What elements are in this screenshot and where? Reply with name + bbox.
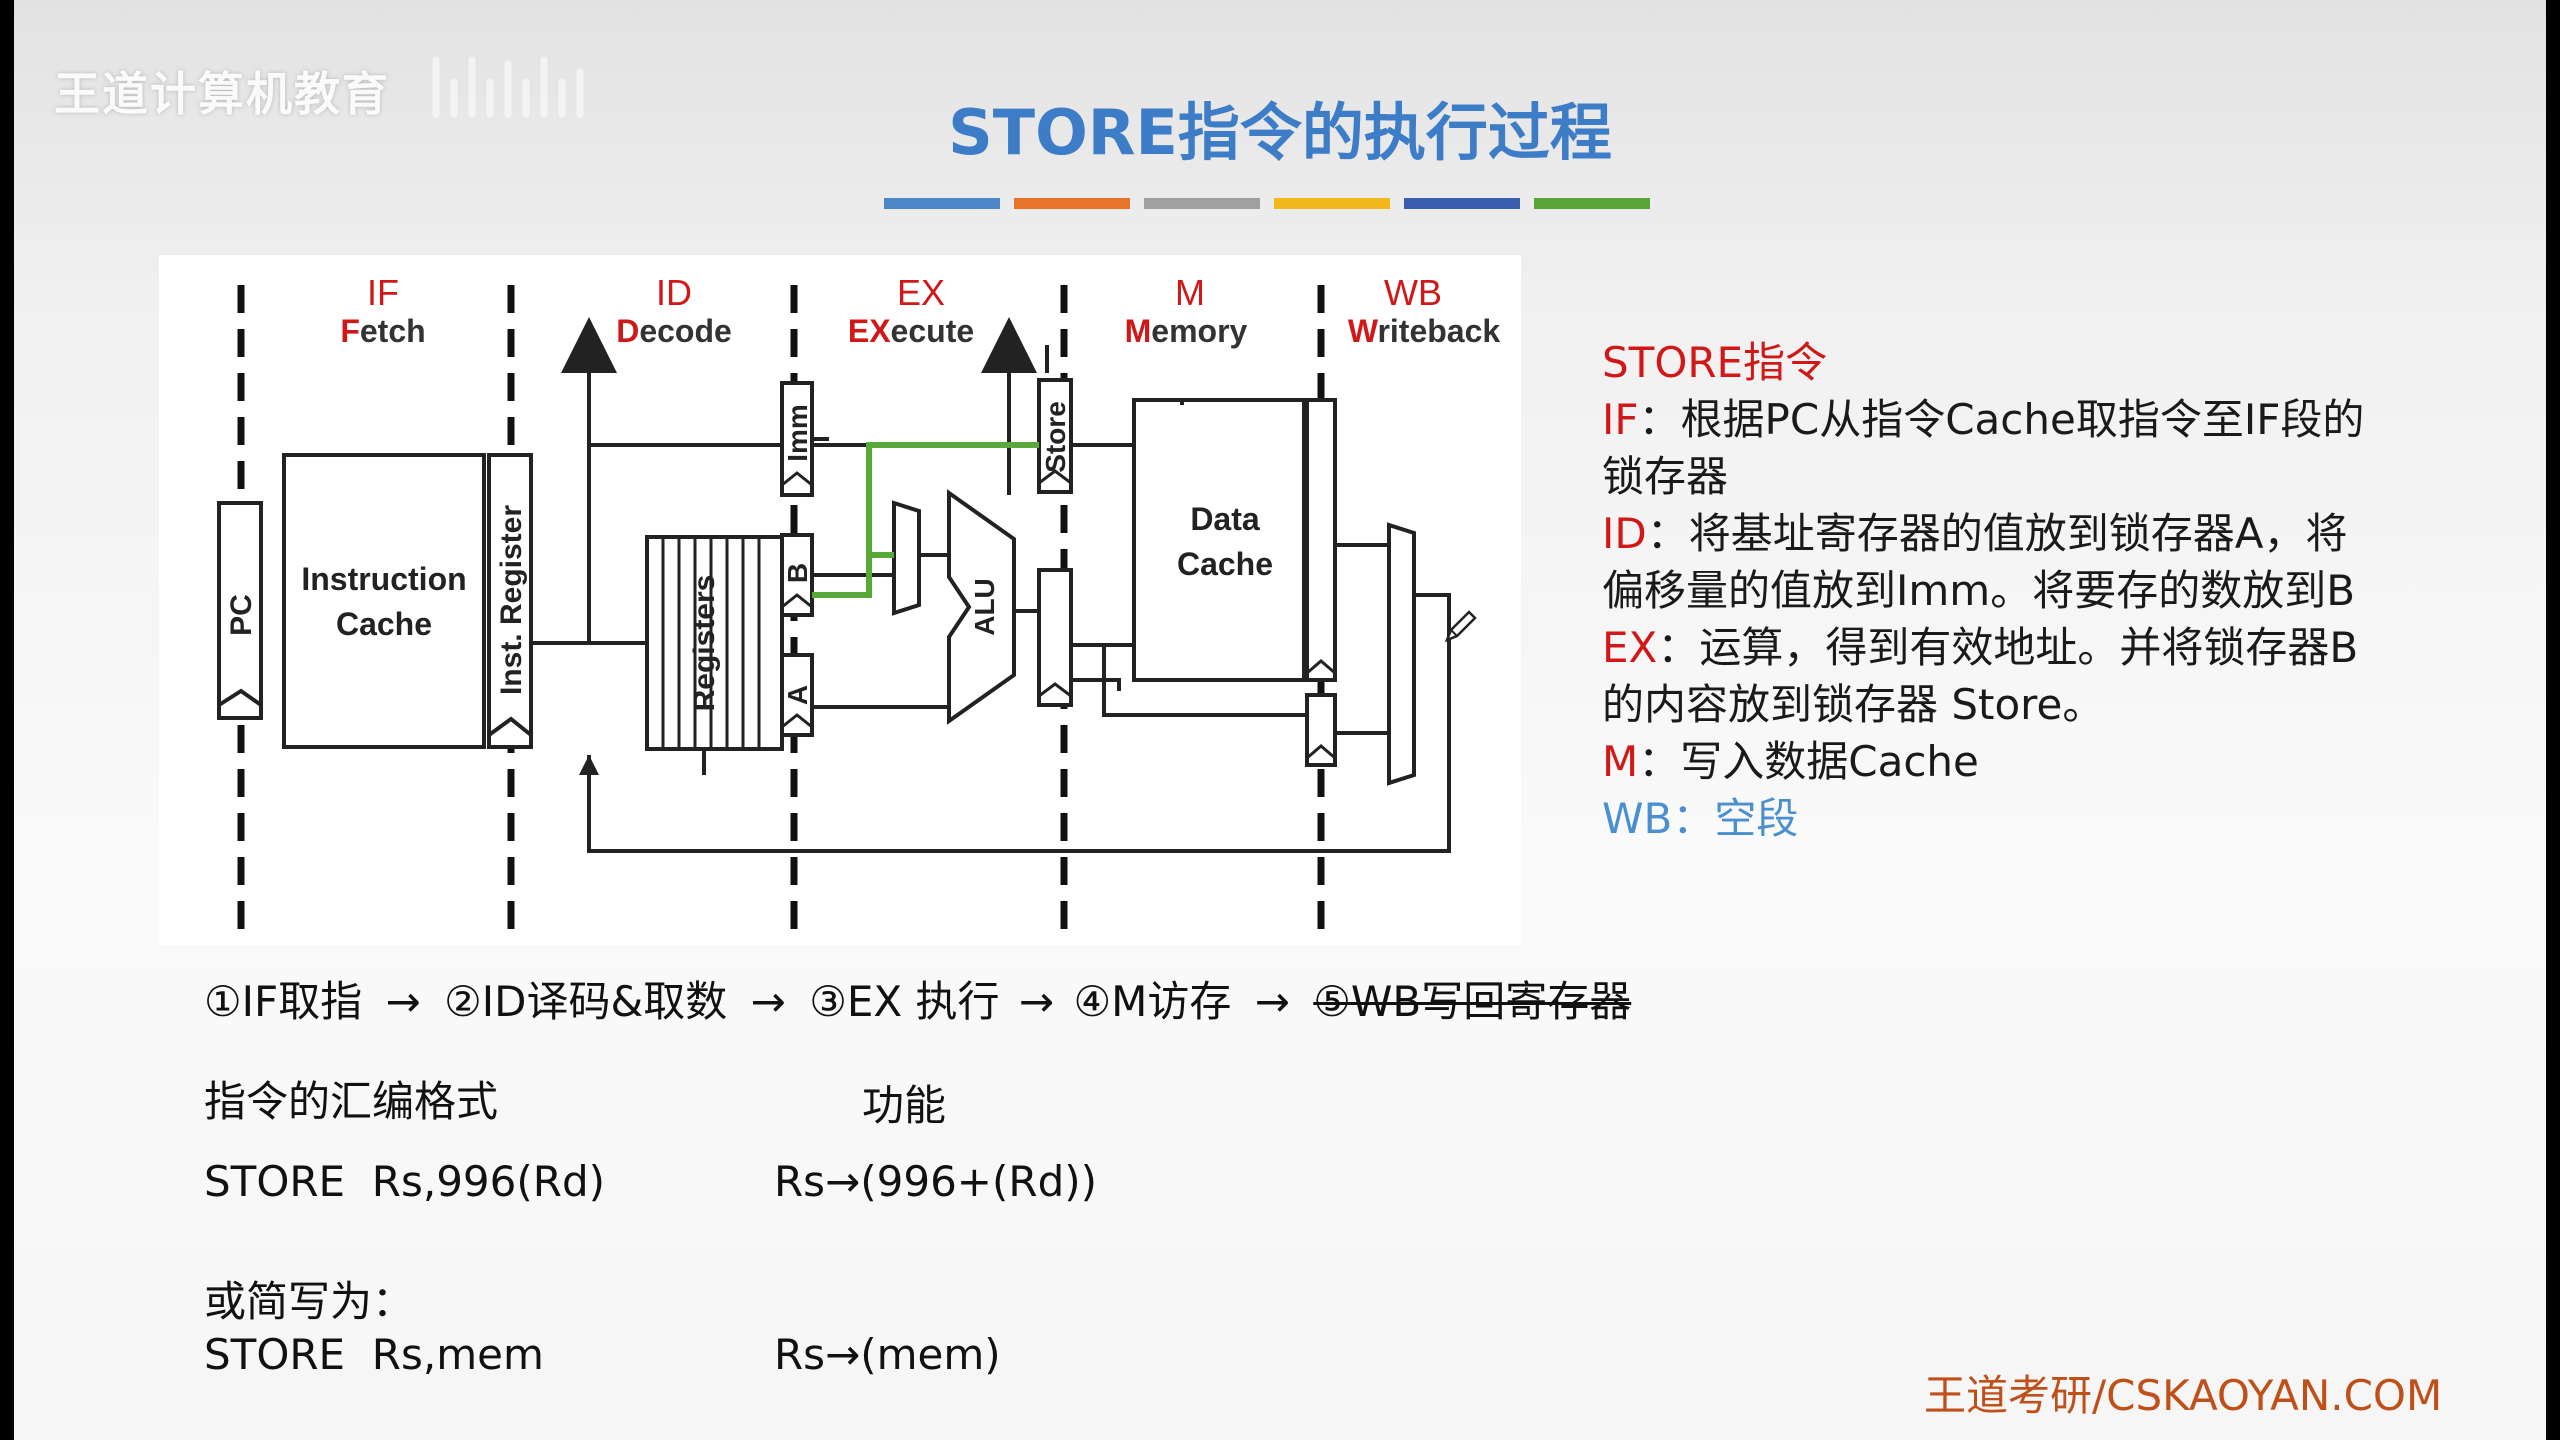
- stage-ex-name: EXecute: [848, 313, 974, 349]
- icache-label-1: Instruction: [301, 561, 466, 597]
- title-bar: [1144, 198, 1260, 209]
- step-arrow: →: [1254, 977, 1290, 1026]
- pipeline-diagram: IF Fetch ID Decode EX EXecute M Memory W…: [159, 255, 1521, 945]
- stage-id-name: Decode: [616, 313, 732, 349]
- stage-ex-abbr: EX: [897, 272, 945, 313]
- bilibili-logo-icon: [432, 56, 584, 118]
- store-latch-label: Store: [1040, 401, 1071, 473]
- stage-if-name: Fetch: [340, 313, 425, 349]
- stage-wb-abbr: WB: [1384, 272, 1442, 313]
- inst-register-label: Inst. Register: [495, 505, 528, 695]
- function-row-1: Rs→(996+(Rd)): [774, 1157, 1097, 1206]
- step-arrow: →: [385, 977, 421, 1026]
- title-bar: [1274, 198, 1390, 209]
- title-color-bars: [884, 198, 1664, 210]
- function-header: 功能: [862, 1081, 947, 1130]
- asm-format-header: 指令的汇编格式: [204, 1077, 499, 1126]
- slide: 王道计算机教育 STORE指令的执行过程 IF: [14, 0, 2546, 1440]
- page-title: STORE指令的执行过程: [948, 96, 1612, 169]
- alu-label: ALU: [969, 578, 1000, 636]
- registers-label: Registers: [688, 575, 721, 712]
- title-bar: [884, 198, 1000, 209]
- side-heading: STORE指令: [1602, 338, 1828, 387]
- if-text: ：根据PC从指令Cache取指令至IF段的: [1638, 395, 2365, 444]
- imm-label: Imm: [782, 404, 813, 462]
- alt-form-label: 或简写为：: [204, 1277, 415, 1326]
- title-bar: [1404, 198, 1520, 209]
- watermark-text: 王道计算机教育: [54, 67, 390, 121]
- stage-explanations: STORE指令 IF：根据PC从指令Cache取指令至IF段的 锁存器 ID：将…: [1602, 334, 2502, 847]
- id-text-cont: 偏移量的值放到Imm。将要存的数放到B: [1602, 566, 2356, 615]
- step-if: ①IF取指: [204, 977, 363, 1026]
- ex-label: EX: [1602, 623, 1658, 672]
- stage-m-name: Memory: [1125, 313, 1248, 349]
- step-id: ②ID译码&取数: [444, 977, 728, 1026]
- pipeline-steps: ①IF取指 → ②ID译码&取数 → ③EX 执行 → ④M访存 → ⑤WB写回…: [204, 968, 1631, 1029]
- ex-text: ：运算，得到有效地址。并将锁存器B: [1657, 623, 2359, 672]
- title-bar: [1014, 198, 1130, 209]
- icache-label-2: Cache: [336, 606, 432, 642]
- step-m: ④M访存: [1073, 977, 1232, 1026]
- pc-label: PC: [225, 594, 258, 636]
- stage-m-abbr: M: [1175, 272, 1205, 313]
- ex-text-cont: 的内容放到锁存器 Store。: [1602, 680, 2105, 729]
- id-label: ID: [1602, 509, 1647, 558]
- footer-brand: 王道考研/CSKAOYAN.COM: [1924, 1371, 2443, 1420]
- asm-row-2: STORE Rs,mem: [204, 1330, 544, 1379]
- step-wb-struck: ⑤WB写回寄存器: [1313, 977, 1632, 1026]
- m-text: ：写入数据Cache: [1638, 737, 1979, 786]
- dcache-label-1: Data: [1190, 501, 1260, 537]
- asm-row-1: STORE Rs,996(Rd): [204, 1157, 605, 1206]
- step-arrow: →: [1018, 977, 1055, 1026]
- a-latch-label: A: [782, 685, 813, 705]
- title-bar: [1534, 198, 1650, 209]
- dcache-label-2: Cache: [1177, 546, 1273, 582]
- stage-if-abbr: IF: [367, 272, 399, 313]
- wb-label: WB: [1602, 794, 1673, 843]
- function-row-2: Rs→(mem): [774, 1330, 1001, 1379]
- step-ex: ③EX 执行: [809, 977, 1000, 1026]
- wb-text: ：空段: [1672, 794, 1799, 843]
- b-latch-label: B: [782, 563, 813, 583]
- if-label: IF: [1602, 395, 1639, 444]
- stage-wb-name: Writeback: [1348, 313, 1501, 349]
- stage-id-abbr: ID: [656, 272, 692, 313]
- m-label: M: [1602, 737, 1639, 786]
- step-arrow: →: [750, 977, 786, 1026]
- if-text-cont: 锁存器: [1602, 452, 1729, 501]
- id-text: ：将基址寄存器的值放到锁存器A，将: [1646, 509, 2348, 558]
- pen-cursor-icon: [1444, 610, 1477, 643]
